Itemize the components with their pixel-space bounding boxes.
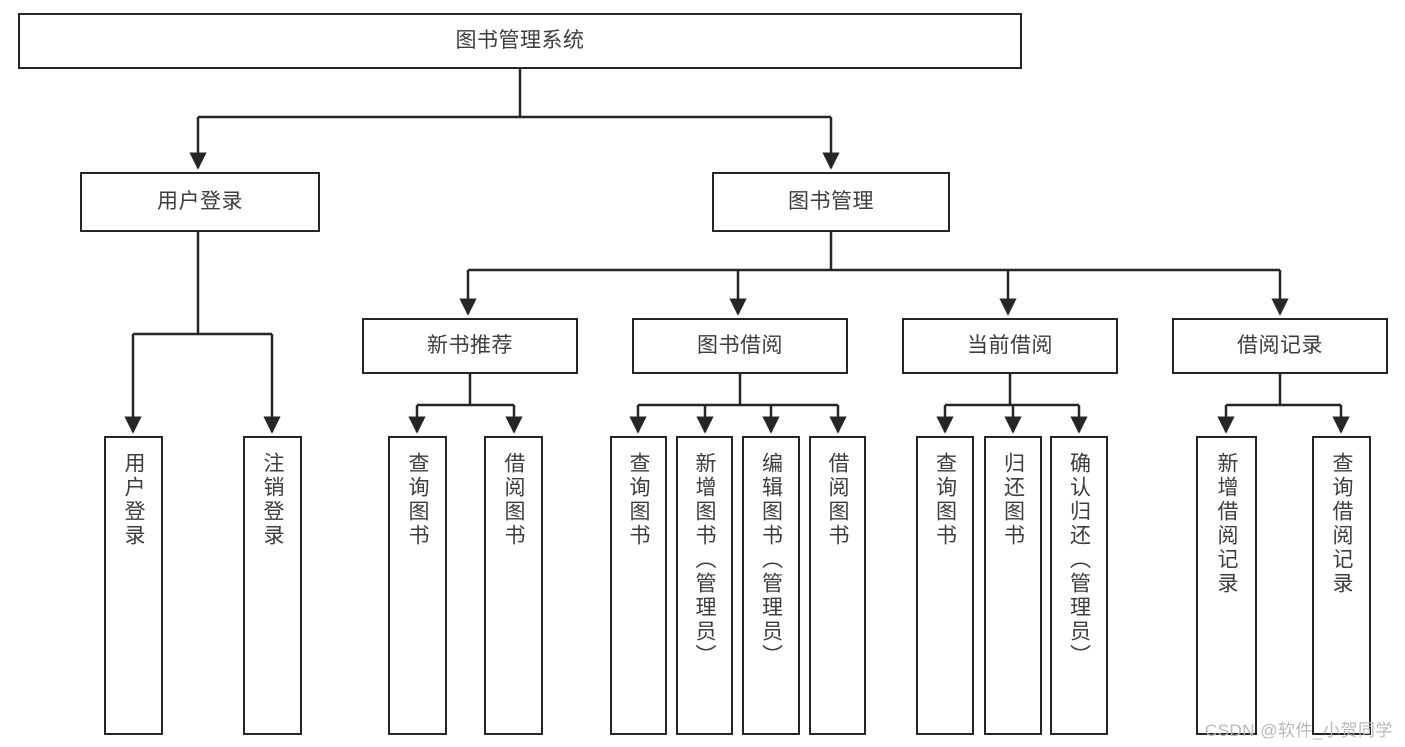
- node-current-borrow-label: 当前借阅: [967, 333, 1053, 357]
- node-book-borrow[interactable]: 图书借阅: [632, 318, 848, 374]
- leaf-edit-book-admin-label: 编辑图书（管理员）: [759, 452, 783, 668]
- leaf-return-book[interactable]: 归还图书: [984, 436, 1042, 735]
- leaf-add-borrow-record-label: 新增借阅记录: [1215, 452, 1238, 596]
- node-borrow-records-label: 借阅记录: [1237, 333, 1323, 357]
- leaf-return-book-label: 归还图书: [1001, 452, 1025, 548]
- leaf-add-book-admin-label: 新增图书（管理员）: [693, 452, 716, 668]
- node-root-label: 图书管理系统: [455, 28, 585, 52]
- leaf-confirm-return-admin[interactable]: 确认归还（管理员）: [1050, 436, 1108, 735]
- leaf-query-book-borrow[interactable]: 查询图书: [610, 436, 667, 735]
- leaf-confirm-return-admin-label: 确认归还（管理员）: [1067, 452, 1091, 668]
- node-user-login-label: 用户登录: [157, 189, 243, 213]
- leaf-borrow-book[interactable]: 借阅图书: [809, 436, 866, 735]
- leaf-borrow-book-label: 借阅图书: [826, 452, 849, 548]
- watermark: CSDN @软件_小贺同学: [1204, 721, 1393, 740]
- leaf-borrow-book-recommend-label: 借阅图书: [502, 452, 525, 548]
- leaf-query-book-borrow-label: 查询图书: [627, 452, 650, 548]
- leaf-add-book-admin[interactable]: 新增图书（管理员）: [676, 436, 733, 735]
- node-new-book-recommend-label: 新书推荐: [427, 333, 513, 357]
- node-current-borrow[interactable]: 当前借阅: [902, 318, 1118, 374]
- node-new-book-recommend[interactable]: 新书推荐: [362, 318, 578, 374]
- leaf-edit-book-admin[interactable]: 编辑图书（管理员）: [742, 436, 800, 735]
- leaf-query-borrow-record[interactable]: 查询借阅记录: [1312, 436, 1371, 735]
- node-root[interactable]: 图书管理系统: [18, 13, 1022, 69]
- node-borrow-records[interactable]: 借阅记录: [1172, 318, 1388, 374]
- leaf-user-login-label: 用户登录: [122, 452, 145, 548]
- leaf-query-book-recommend-label: 查询图书: [406, 452, 429, 548]
- leaf-add-borrow-record[interactable]: 新增借阅记录: [1196, 436, 1257, 735]
- node-book-borrow-label: 图书借阅: [697, 333, 783, 357]
- leaf-logout-label: 注销登录: [261, 452, 284, 548]
- leaf-query-book-current-label: 查询图书: [933, 452, 957, 548]
- leaf-user-login[interactable]: 用户登录: [104, 436, 163, 735]
- node-book-management-label: 图书管理: [788, 189, 874, 213]
- leaf-query-book-recommend[interactable]: 查询图书: [388, 436, 447, 735]
- leaf-borrow-book-recommend[interactable]: 借阅图书: [484, 436, 543, 735]
- node-user-login[interactable]: 用户登录: [80, 172, 320, 232]
- node-book-management[interactable]: 图书管理: [712, 172, 950, 232]
- leaf-query-borrow-record-label: 查询借阅记录: [1330, 452, 1353, 596]
- leaf-query-book-current[interactable]: 查询图书: [916, 436, 974, 735]
- leaf-logout[interactable]: 注销登录: [243, 436, 302, 735]
